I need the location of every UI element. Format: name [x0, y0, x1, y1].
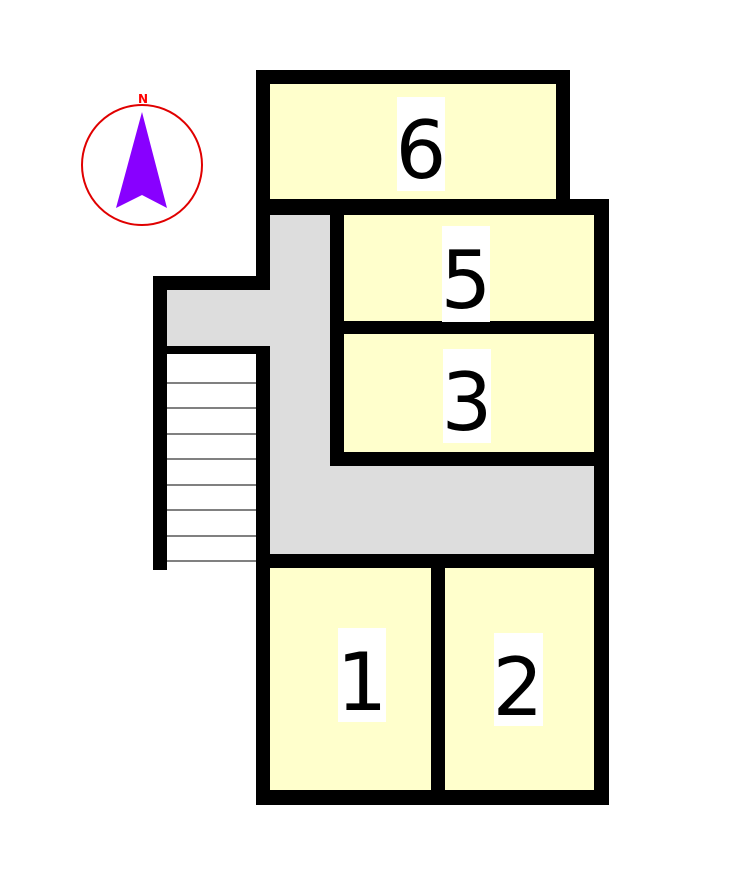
svg-text:5: 5: [441, 234, 492, 327]
unit-label-1: 1: [337, 628, 388, 729]
svg-text:3: 3: [442, 356, 493, 449]
unit-label-3: 3: [442, 349, 493, 449]
compass: N: [81, 92, 203, 226]
unit-label-5: 5: [441, 226, 492, 327]
stairs: [167, 353, 263, 563]
compass-ring: [81, 104, 203, 226]
svg-text:2: 2: [493, 641, 544, 734]
walls: [153, 70, 609, 805]
svg-text:6: 6: [396, 104, 447, 197]
unit-label-2: 2: [493, 633, 544, 734]
north-label: N: [138, 92, 148, 106]
north-arrow-icon: [116, 112, 167, 208]
svg-text:1: 1: [337, 636, 388, 729]
unit-label-6: 6: [396, 97, 447, 197]
